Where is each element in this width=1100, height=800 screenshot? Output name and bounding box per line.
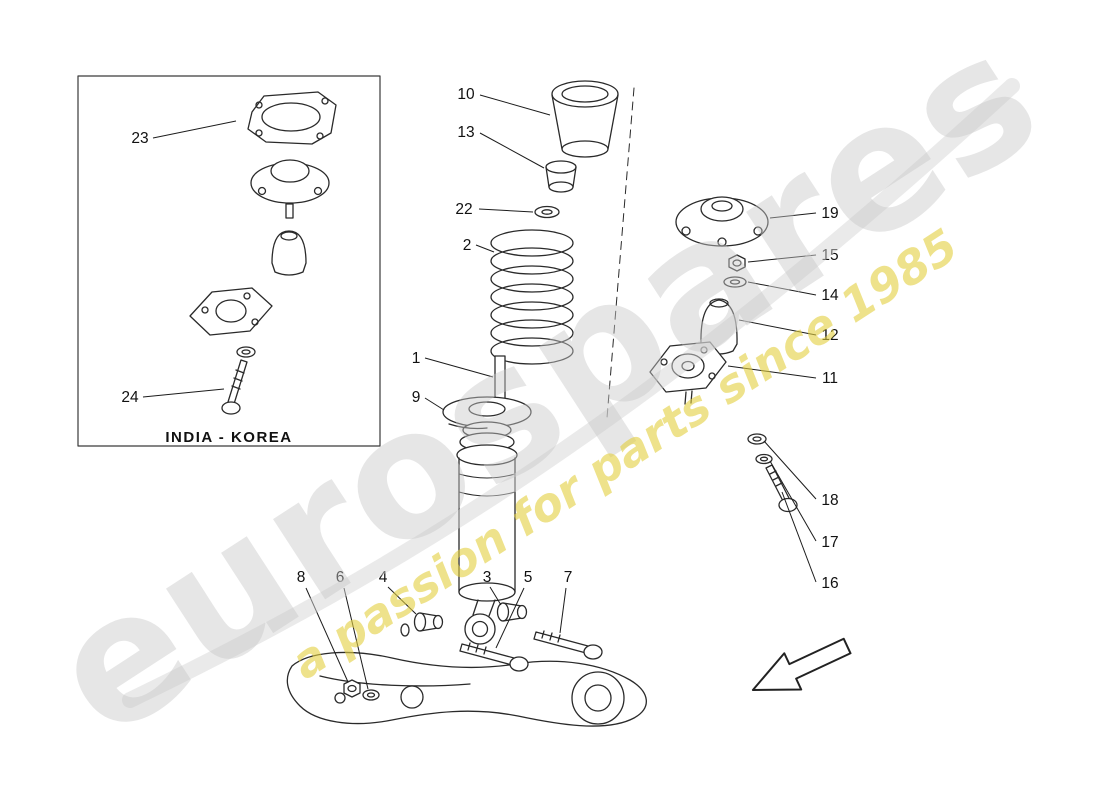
part-number[interactable]: 17 (821, 534, 838, 551)
callout-6[interactable]: 6 (336, 569, 369, 690)
part-8-nut (343, 679, 361, 698)
callout-9[interactable]: 9 (412, 389, 445, 411)
leader-line (747, 254, 817, 263)
suspension-arm (286, 651, 647, 727)
part-6-washer (362, 689, 380, 701)
callout-1[interactable]: 1 (412, 350, 494, 378)
leader-line (781, 491, 817, 583)
part-10-dust-cover (551, 80, 619, 158)
part-1-shock-body (442, 355, 532, 645)
watermark-swoosh (122, 78, 1020, 708)
part-number[interactable]: 2 (463, 237, 472, 254)
part-4-bushing-halves (400, 612, 444, 637)
callout-13[interactable]: 13 (457, 124, 545, 169)
part-22-washer (534, 205, 560, 219)
callout-22[interactable]: 22 (455, 201, 534, 218)
part-number[interactable]: 14 (821, 287, 839, 304)
part-number[interactable]: 3 (483, 569, 492, 586)
part-number[interactable]: 10 (457, 86, 475, 103)
callout-3[interactable]: 3 (483, 569, 502, 606)
leader-line (559, 587, 567, 634)
part-number[interactable]: 1 (412, 350, 421, 367)
leader-line (142, 388, 225, 398)
callout-10[interactable]: 10 (457, 86, 551, 116)
leader-line (763, 440, 817, 500)
part-number[interactable]: 7 (564, 569, 573, 586)
shock-assembly (442, 80, 635, 645)
leader-line (769, 212, 817, 219)
leader-line (152, 120, 237, 139)
diagram-artwork: INDIA - KOREA (77, 75, 852, 727)
part-19-mount-plate (675, 196, 769, 247)
callout-19[interactable]: 19 (769, 205, 839, 222)
part-2-coil-spring (490, 229, 574, 365)
part-7-bolt (533, 630, 603, 660)
inset-label: INDIA - KOREA (165, 429, 292, 446)
part-23-plate (247, 91, 337, 145)
inset-border (77, 75, 381, 447)
callout-7[interactable]: 7 (559, 569, 573, 634)
part-17-washer (755, 453, 773, 465)
lower-hardware (286, 602, 647, 727)
leader-line (479, 94, 551, 116)
part-15-nut (728, 254, 746, 272)
part-number[interactable]: 16 (821, 575, 838, 592)
leader-line (475, 244, 495, 253)
part-18-washer (747, 433, 767, 445)
callout-12[interactable]: 12 (738, 319, 839, 344)
leader-line (424, 357, 494, 378)
part-number[interactable]: 6 (336, 569, 345, 586)
callout-16[interactable]: 16 (781, 491, 839, 592)
inset-mount-stack (189, 159, 330, 358)
callouts: 23 24 10 13 22 2 1 9 (121, 86, 839, 690)
callout-11[interactable]: 11 (727, 365, 838, 387)
leader-line (738, 319, 817, 336)
part-number[interactable]: 11 (822, 370, 838, 387)
callout-17[interactable]: 17 (769, 460, 839, 551)
part-5-bolt (459, 642, 529, 672)
leader-line (489, 586, 502, 606)
part-number[interactable]: 24 (121, 389, 139, 406)
part-3-bushing (496, 602, 528, 622)
callout-18[interactable]: 18 (763, 440, 839, 509)
part-13-bump-stop (545, 160, 577, 193)
part-number[interactable]: 19 (821, 205, 838, 222)
leader-line (424, 397, 445, 411)
leader-line (387, 586, 417, 615)
part-24-bolt (221, 359, 248, 415)
part-14-washer (723, 276, 747, 288)
callout-24[interactable]: 24 (121, 388, 225, 406)
part-number[interactable]: 12 (821, 327, 838, 344)
part-number[interactable]: 13 (457, 124, 474, 141)
part-number[interactable]: 22 (455, 201, 472, 218)
part-number[interactable]: 4 (379, 569, 388, 586)
part-number[interactable]: 8 (297, 569, 306, 586)
leader-line (495, 587, 525, 649)
direction-arrow (751, 637, 852, 691)
part-number[interactable]: 9 (412, 389, 421, 406)
part-16-bolt (765, 464, 798, 513)
inset-box: INDIA - KOREA (77, 75, 381, 447)
callout-5[interactable]: 5 (495, 569, 533, 649)
callout-23[interactable]: 23 (131, 120, 237, 147)
leader-line (343, 587, 369, 690)
callout-2[interactable]: 2 (463, 237, 495, 254)
part-number[interactable]: 23 (131, 130, 148, 147)
leader-line (479, 132, 545, 169)
part-number[interactable]: 18 (821, 492, 838, 509)
leader-line (769, 460, 817, 542)
part-number[interactable]: 5 (524, 569, 533, 586)
leader-line (478, 208, 534, 213)
callout-4[interactable]: 4 (379, 569, 417, 615)
part-9-spring-seat (448, 423, 488, 430)
leader-line (727, 365, 817, 379)
